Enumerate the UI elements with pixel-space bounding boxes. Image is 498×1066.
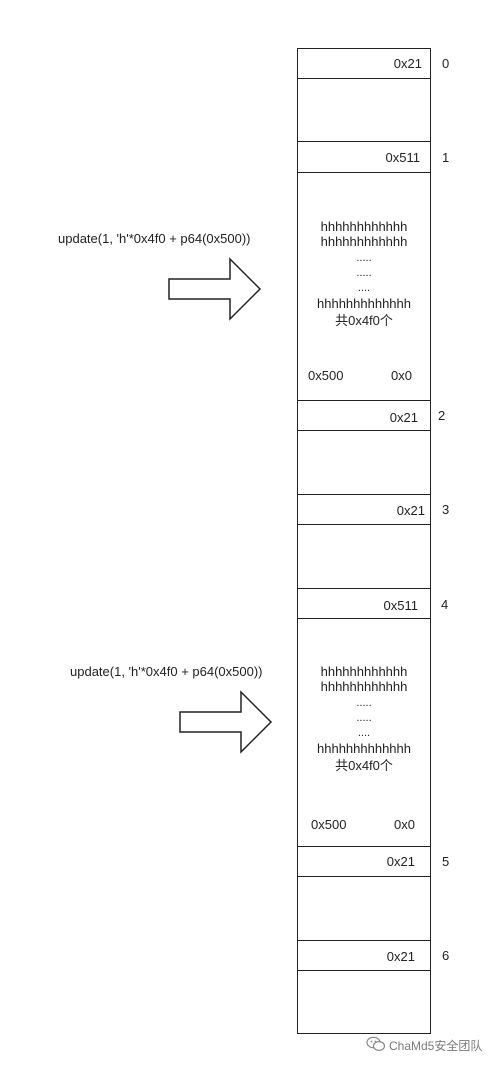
- chunk-4-body: hhhhhhhhhhhh hhhhhhhhhhhh ..... ..... ..…: [297, 618, 431, 847]
- chunk-6-body: [297, 970, 431, 1034]
- ellipsis: .....: [356, 252, 372, 264]
- body-line: hhhhhhhhhhhhh: [317, 741, 411, 756]
- annotation-update-1: update(1, 'h'*0x4f0 + p64(0x500)): [58, 231, 251, 246]
- chunk-0-header: 0x21: [297, 48, 431, 79]
- chunk-5-size: 0x21: [386, 854, 415, 869]
- body-line: hhhhhhhhhhhhh: [317, 296, 411, 311]
- chunk-3-index: 3: [442, 502, 450, 517]
- ellipsis: .....: [356, 712, 372, 724]
- body-line: hhhhhhhhhhhh: [320, 219, 408, 234]
- body-count: 共0x4f0个: [335, 758, 393, 773]
- chunk-0-body: [297, 78, 431, 142]
- fake-size: 0x0: [391, 368, 412, 383]
- chunk-4-size: 0x511: [383, 598, 418, 613]
- chunk-6-size: 0x21: [386, 949, 415, 964]
- chunk-5-body: [297, 876, 431, 941]
- chunk-1-size: 0x511: [385, 150, 420, 165]
- chunk-3-header: 0x21: [297, 494, 431, 525]
- wechat-icon: [366, 1036, 386, 1052]
- right-arrow-icon: [179, 690, 273, 754]
- chunk-6-header: 0x21: [297, 940, 431, 971]
- chunk-4-header: 0x511: [297, 588, 431, 619]
- chunk-5-header: 0x21: [297, 846, 431, 877]
- right-arrow-icon: [168, 257, 262, 321]
- fake-prev-size: 0x500: [308, 368, 344, 383]
- chunk-5-index: 5: [442, 854, 450, 869]
- ellipsis: .....: [356, 267, 372, 279]
- chunk-2-body: [297, 430, 431, 495]
- body-line: hhhhhhhhhhhh: [320, 664, 408, 679]
- watermark-text: ChaMd5安全团队: [389, 1039, 483, 1053]
- chunk-1-index: 1: [442, 150, 450, 165]
- chunk-2-header: 0x21: [297, 400, 431, 431]
- ellipsis: .....: [356, 697, 372, 709]
- ellipsis: ....: [357, 727, 371, 739]
- body-count: 共0x4f0个: [335, 313, 393, 328]
- annotation-update-2: update(1, 'h'*0x4f0 + p64(0x500)): [70, 664, 263, 679]
- ellipsis: ....: [357, 282, 371, 294]
- chunk-6-index: 6: [442, 948, 450, 963]
- chunk-3-body: [297, 524, 431, 589]
- chunk-1-header: 0x511: [297, 141, 431, 173]
- chunk-3-size: 0x21: [396, 503, 425, 518]
- chunk-2-index: 2: [438, 408, 446, 423]
- body-line: hhhhhhhhhhhh: [320, 679, 408, 694]
- chunk-0-index: 0: [442, 56, 450, 71]
- chunk-2-size: 0x21: [389, 410, 418, 425]
- chunk-4-index: 4: [441, 597, 449, 612]
- body-line: hhhhhhhhhhhh: [320, 234, 408, 249]
- fake-size: 0x0: [394, 817, 415, 832]
- chunk-1-body: hhhhhhhhhhhh hhhhhhhhhhhh ..... ..... ..…: [297, 172, 431, 401]
- chunk-0-size: 0x21: [393, 56, 422, 71]
- fake-prev-size: 0x500: [311, 817, 347, 832]
